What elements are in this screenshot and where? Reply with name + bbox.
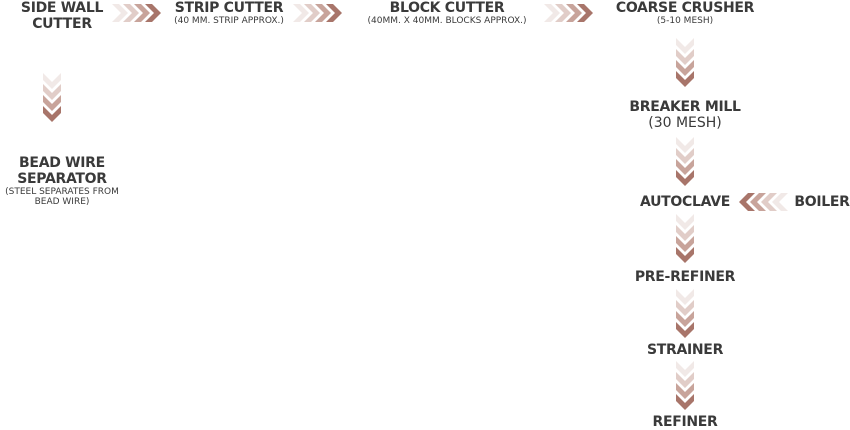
chevron-icon: [676, 71, 694, 87]
chevron-icon: [676, 49, 694, 65]
chevron-icon: [43, 84, 61, 100]
node-title: AUTOCLAVE: [639, 194, 731, 210]
node-title: BOILER: [794, 194, 850, 210]
chevron-icon: [772, 193, 788, 211]
node-title: BREAKER MILL: [629, 99, 741, 115]
arrow-down: [676, 214, 694, 263]
chevron-icon: [304, 4, 320, 22]
node-refiner: REFINER: [652, 414, 717, 430]
node-subtitle: (30 MESH): [648, 115, 722, 131]
chevron-icon: [761, 193, 777, 211]
node-title: SIDE WALL: [20, 0, 104, 16]
arrow-down: [676, 38, 694, 87]
node-strip-cutter: STRIP CUTTER (40 MM. STRIP APPROX.): [174, 0, 284, 26]
arrow-down: [676, 361, 694, 410]
chevron-icon: [43, 73, 61, 89]
arrow-right: [112, 4, 161, 22]
chevron-icon: [676, 148, 694, 164]
node-subtitle: BEAD WIRE): [34, 197, 90, 207]
chevron-icon: [676, 372, 694, 388]
chevron-icon: [566, 4, 582, 22]
node-title: STRIP CUTTER: [174, 0, 284, 16]
arrow-right: [293, 4, 342, 22]
arrow-down: [676, 289, 694, 338]
node-boiler: BOILER: [794, 194, 850, 210]
node-title: BLOCK CUTTER: [389, 0, 505, 16]
chevron-icon: [676, 383, 694, 399]
chevron-icon: [43, 95, 61, 111]
chevron-icon: [676, 214, 694, 230]
node-autoclave: AUTOCLAVE: [640, 194, 730, 210]
node-title: STRAINER: [646, 342, 724, 358]
chevron-icon: [293, 4, 309, 22]
node-title: REFINER: [652, 414, 718, 430]
chevron-icon: [112, 4, 128, 22]
chevron-icon: [676, 236, 694, 252]
chevron-icon: [676, 322, 694, 338]
chevron-icon: [326, 4, 342, 22]
chevron-icon: [123, 4, 139, 22]
chevron-icon: [676, 159, 694, 175]
node-subtitle: (5-10 MESH): [656, 16, 714, 26]
chevron-icon: [676, 38, 694, 54]
arrow-right: [544, 4, 593, 22]
node-strainer: STRAINER: [647, 342, 723, 358]
node-pre-refiner: PRE-REFINER: [634, 269, 736, 285]
chevron-icon: [676, 247, 694, 263]
chevron-icon: [134, 4, 150, 22]
chevron-icon: [676, 60, 694, 76]
node-subtitle: (40 MM. STRIP APPROX.): [174, 16, 284, 26]
arrow-left: [739, 193, 788, 211]
chevron-icon: [676, 170, 694, 186]
node-title: COARSE CRUSHER: [615, 0, 755, 16]
chevron-icon: [676, 300, 694, 316]
chevron-icon: [315, 4, 331, 22]
node-side-wall-cutter: SIDE WALL CUTTER: [21, 0, 103, 32]
node-subtitle: (STEEL SEPARATES FROM: [5, 187, 119, 197]
chevron-icon: [577, 4, 593, 22]
chevron-icon: [555, 4, 571, 22]
chevron-icon: [676, 137, 694, 153]
chevron-icon: [676, 311, 694, 327]
chevron-icon: [145, 4, 161, 22]
chevron-icon: [676, 361, 694, 377]
chevron-icon: [43, 106, 61, 122]
node-breaker-mill: BREAKER MILL (30 MESH): [629, 99, 741, 131]
node-bead-wire-separator: BEAD WIRE SEPARATOR (STEEL SEPARATES FRO…: [5, 155, 119, 207]
node-subtitle: (40MM. X 40MM. BLOCKS APPROX.): [367, 16, 527, 26]
chevron-icon: [544, 4, 560, 22]
node-title: BEAD WIRE: [19, 155, 105, 171]
node-title: SEPARATOR: [17, 171, 107, 187]
arrow-down: [676, 137, 694, 186]
node-title: CUTTER: [32, 16, 92, 32]
chevron-icon: [750, 193, 766, 211]
chevron-icon: [676, 394, 694, 410]
chevron-icon: [676, 225, 694, 241]
node-block-cutter: BLOCK CUTTER (40MM. X 40MM. BLOCKS APPRO…: [368, 0, 527, 26]
arrow-down: [43, 73, 61, 122]
node-title: PRE-REFINER: [634, 269, 736, 285]
node-coarse-crusher: COARSE CRUSHER (5-10 MESH): [615, 0, 755, 26]
chevron-icon: [739, 193, 755, 211]
chevron-icon: [676, 289, 694, 305]
